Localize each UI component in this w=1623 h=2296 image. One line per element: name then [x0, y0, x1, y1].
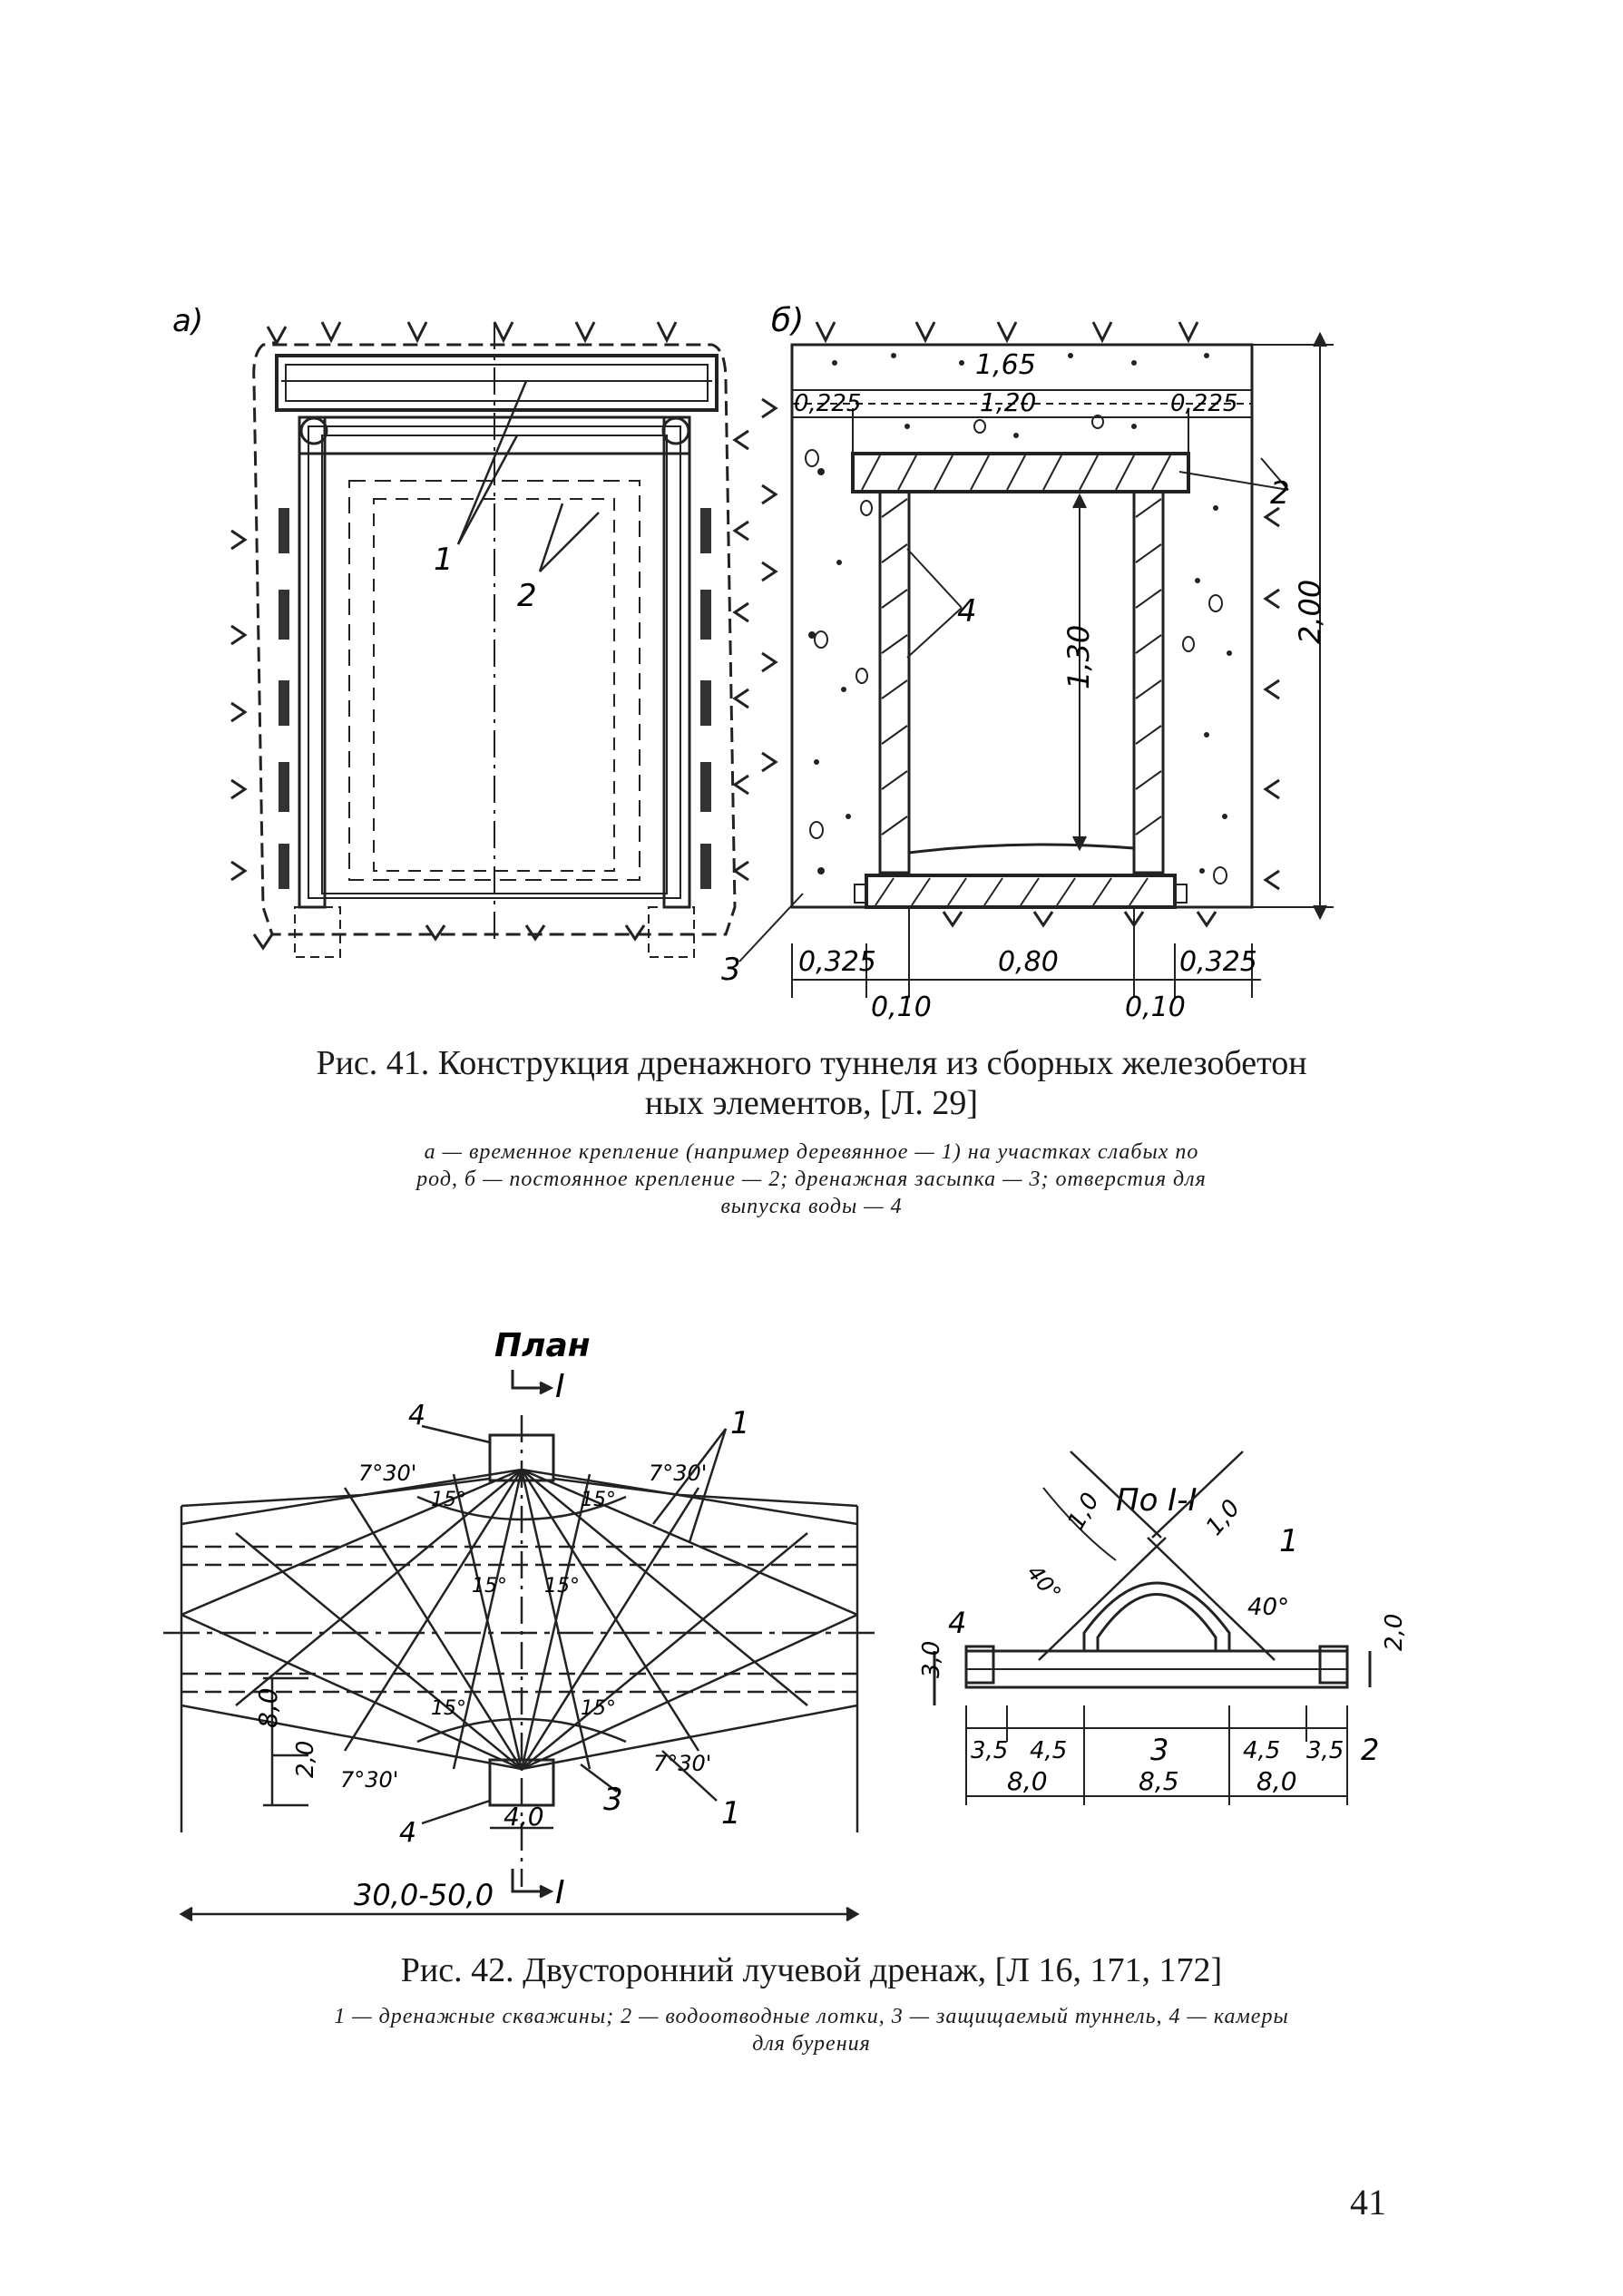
section-bottom-2: 4,5	[1030, 1737, 1067, 1764]
dim-b-top-width: 1,65	[975, 349, 1036, 381]
section-dim-right-1: 1,0	[1201, 1495, 1247, 1541]
section-bottom-4: 3,5	[1306, 1737, 1344, 1764]
plan-callout-1-bottom: 1	[721, 1795, 741, 1832]
dim-b-base-mid: 0,80	[998, 946, 1059, 978]
panel-a-wall-hatches	[279, 416, 711, 889]
figure-41-note: а — временное крепление (например деревя…	[0, 1138, 1623, 1220]
panel-a-callout-2: 2	[517, 578, 537, 614]
plan-leaders	[179, 1424, 860, 1922]
plan-angle-8: 15°	[581, 1697, 616, 1720]
section-angle-left: 40°	[1022, 1560, 1066, 1607]
plan-callout-4-top: 4	[408, 1400, 425, 1431]
panel-b-callout-4: 4	[957, 593, 977, 630]
plan-angle-6: 15°	[544, 1575, 580, 1597]
plan-section-mark-bottom	[511, 1869, 554, 1899]
figure-41-drawing: а)	[172, 302, 1334, 1023]
panel-b-callout-2: 2	[1270, 475, 1290, 512]
plan-angle-4: 15°	[581, 1489, 616, 1511]
figure-41-caption-line1: Рис. 41. Конструкция дренажного туннеля …	[316, 1044, 1307, 1082]
plan-angle-9: 7°30'	[340, 1767, 398, 1793]
dim-b-left-wall: 0,225	[794, 390, 861, 417]
section-height-right: 2,0	[1381, 1614, 1408, 1651]
plan-callout-3: 3	[603, 1782, 623, 1818]
dim-b-base-right: 0,325	[1179, 946, 1257, 978]
panel-b-dimension-lines	[738, 331, 1334, 998]
panel-b-tunnel	[851, 452, 1190, 909]
section-height-left: 3,0	[918, 1641, 945, 1678]
plan-angle-10: 7°30'	[653, 1751, 711, 1776]
plan-section-mark-top-label: I	[555, 1368, 565, 1405]
figure-42-caption: Рис. 42. Двусторонний лучевой дренаж, [Л…	[400, 1951, 1223, 1989]
plan-dim-height-8: 8,0	[253, 1687, 283, 1728]
panel-b-callout-3: 3	[721, 952, 741, 988]
section-angle-right: 40°	[1247, 1594, 1289, 1621]
section-bottom2-3: 8,0	[1256, 1766, 1297, 1796]
section-callout-2: 2	[1361, 1733, 1379, 1767]
plan-dim-height-2: 2,0	[292, 1741, 319, 1778]
panel-a-frame	[252, 322, 737, 958]
plan-angle-1: 7°30'	[358, 1461, 416, 1486]
panel-b-label: б)	[771, 302, 804, 339]
dim-b-right-wall: 0,225	[1170, 390, 1237, 417]
figure-42-note: 1 — дренажные скважины; 2 — водоотводные…	[0, 2003, 1623, 2057]
dim-b-wall-right: 0,10	[1125, 992, 1186, 1023]
plan-tunnel	[163, 1415, 875, 1887]
section-callout-1: 1	[1279, 1523, 1299, 1559]
page-number: 41	[1350, 2182, 1386, 2223]
section-title: По I-I	[1116, 1482, 1198, 1519]
figure-42-note-line1: 1 — дренажные скважины; 2 — водоотводные…	[334, 2005, 1289, 2028]
section-bottom2-1: 8,0	[1007, 1766, 1048, 1796]
plan-callout-1-top: 1	[730, 1405, 750, 1441]
plan-section-mark-bottom-label: I	[555, 1874, 565, 1911]
dim-b-inner-width: 1,20	[980, 387, 1036, 417]
dim-b-wall-left: 0,10	[871, 992, 932, 1023]
panel-a-leaders	[456, 380, 600, 572]
plan-angle-3: 15°	[431, 1489, 466, 1511]
dim-b-base-left: 0,325	[798, 946, 876, 978]
section-callout-4: 4	[948, 1606, 966, 1640]
panel-b-ground-ticks	[761, 321, 1280, 928]
figure-41-note-line2: род, б — постоянное крепление — 2; дрена…	[416, 1168, 1207, 1191]
section-bottom2-2: 8,5	[1139, 1766, 1179, 1796]
section-callout-3: 3	[1150, 1733, 1168, 1767]
dim-b-total-height: 2,00	[1293, 580, 1327, 644]
figure-41-caption: Рис. 41. Конструкция дренажного туннеля …	[0, 1043, 1623, 1123]
section-bottom-3: 4,5	[1243, 1737, 1280, 1764]
figure-41-note-line3: выпуска воды — 4	[720, 1195, 903, 1218]
plan-dim-width-4: 4,0	[504, 1802, 544, 1832]
plan-drainage-rays	[181, 1468, 858, 1771]
plan-title: План	[494, 1327, 591, 1364]
panel-b-backfill	[790, 343, 1254, 909]
section-drawing	[933, 1451, 1372, 1805]
figure-41-note-line1: а — временное крепление (например деревя…	[424, 1140, 1199, 1164]
figure-41-caption-line2: ных элементов, [Л. 29]	[644, 1084, 979, 1122]
figure-42-drawing: План I 7°30' 7°30' 15° 15° 15° 15° 15° 1…	[163, 1327, 1408, 1922]
figure-42-note-line2: для бурения	[752, 2032, 871, 2056]
plan-section-mark-top	[511, 1370, 554, 1395]
plan-callout-4-bottom: 4	[399, 1817, 416, 1849]
section-dim-left-1: 1,0	[1062, 1489, 1105, 1535]
plan-angle-5: 15°	[472, 1575, 507, 1597]
panel-a-label: а)	[172, 303, 203, 339]
plan-dim-overall: 30,0-50,0	[354, 1878, 494, 1912]
dim-b-inner-height: 1,30	[1061, 625, 1096, 689]
plan-angle-7: 15°	[431, 1697, 466, 1720]
section-bottom-1: 3,5	[971, 1737, 1008, 1764]
panel-a-ground-ticks	[230, 321, 749, 951]
panel-a-callout-1: 1	[434, 542, 454, 578]
